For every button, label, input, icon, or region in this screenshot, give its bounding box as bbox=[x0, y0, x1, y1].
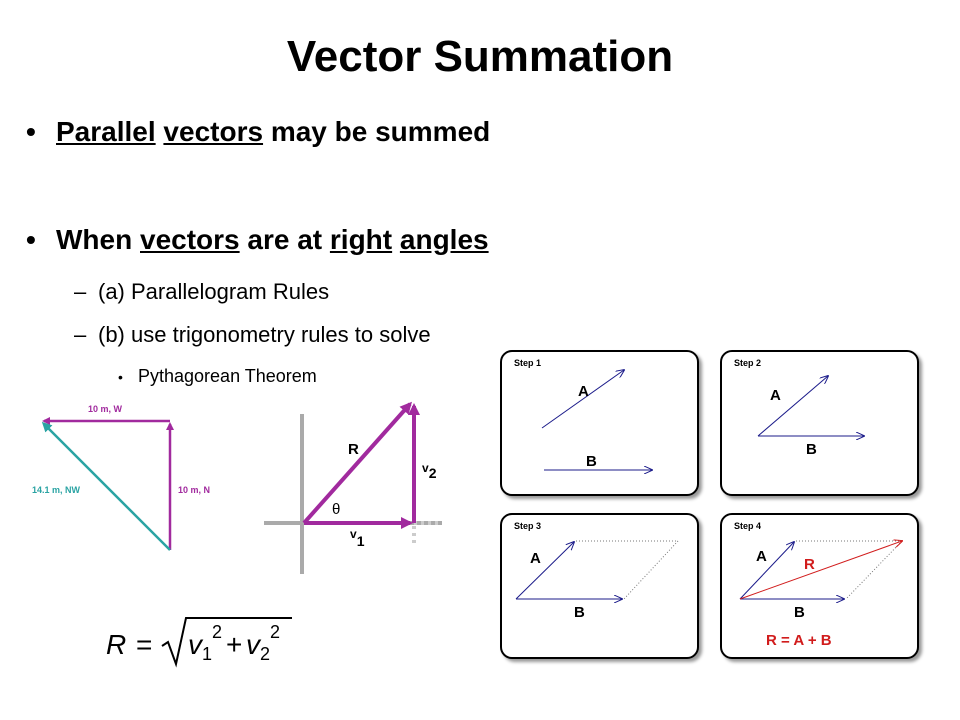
sqrt-sign bbox=[161, 617, 292, 668]
v1-subscript: 1 bbox=[357, 533, 365, 549]
vector-a bbox=[757, 376, 828, 437]
formula-lhs: R bbox=[106, 629, 126, 660]
step-4-panel: Step 4 A B R R = A + B bbox=[720, 513, 919, 659]
v2-label: v2 bbox=[422, 461, 437, 481]
bullet-word: right bbox=[329, 224, 393, 255]
sub-bullet-text: (b) use trigonometry rules to solve bbox=[98, 322, 431, 347]
bullet-word: may be summed bbox=[263, 116, 491, 147]
step-label: Step 4 bbox=[734, 521, 761, 531]
term1-power: 2 bbox=[212, 622, 222, 642]
r-vector bbox=[302, 401, 412, 525]
term2-sub: 2 bbox=[260, 644, 270, 664]
formula-plus: + bbox=[226, 629, 242, 660]
step-label: Step 3 bbox=[514, 521, 541, 531]
label-a: A bbox=[530, 550, 541, 567]
v1-label: v1 bbox=[350, 527, 365, 549]
label-b: B bbox=[806, 441, 817, 458]
slide-title: Vector Summation bbox=[286, 32, 674, 81]
sub-sub-bullet: • Pythagorean Theorem bbox=[118, 366, 317, 387]
resultant-equation: R = A + B bbox=[766, 632, 832, 649]
bullet-glyph: • bbox=[26, 116, 36, 147]
sub-bullet-a: –(a) Parallelogram Rules bbox=[74, 279, 329, 305]
vector-a bbox=[541, 370, 624, 429]
dotted-right bbox=[623, 540, 679, 600]
label-b: B bbox=[586, 453, 597, 470]
vector-a bbox=[739, 542, 794, 600]
bullet-word bbox=[392, 224, 400, 255]
vector-r bbox=[739, 541, 902, 600]
component-diagram: R θ v2 v1 bbox=[264, 401, 442, 574]
formula-term2: v2 bbox=[246, 629, 270, 664]
north-label: 10 m, N bbox=[178, 485, 210, 495]
term1-letter: v bbox=[188, 629, 204, 660]
label-r: R bbox=[804, 556, 815, 573]
sub-sub-bullet-text: Pythagorean Theorem bbox=[138, 366, 317, 386]
label-a: A bbox=[756, 548, 767, 565]
triangle-diagram: 10 m, W 14.1 m, NW 10 m, N bbox=[32, 404, 210, 551]
bullet-word: vectors bbox=[140, 224, 240, 255]
bullet-word: are at bbox=[239, 224, 330, 255]
formula-equals: = bbox=[136, 629, 152, 660]
v2-letter: v bbox=[422, 461, 429, 475]
r-label: R bbox=[348, 441, 359, 458]
label-a: A bbox=[578, 383, 589, 400]
step-2-panel: Step 2 A B bbox=[720, 350, 919, 496]
term2-power: 2 bbox=[270, 622, 280, 642]
label-a: A bbox=[770, 387, 781, 404]
label-b: B bbox=[574, 604, 585, 621]
bullet-word: When bbox=[56, 224, 140, 255]
vector-a bbox=[515, 542, 574, 600]
dotted-right bbox=[845, 540, 903, 600]
dash-glyph: – bbox=[74, 279, 87, 304]
step-3-panel: Step 3 A B bbox=[500, 513, 699, 659]
bullet-word: Parallel bbox=[56, 116, 156, 147]
dash-glyph: – bbox=[74, 322, 87, 347]
northwest-label: 14.1 m, NW bbox=[32, 485, 81, 495]
label-b: B bbox=[794, 604, 805, 621]
step-1-panel: Step 1 A B bbox=[500, 350, 699, 496]
bullet-glyph: • bbox=[26, 224, 36, 255]
bullet-2: • When vectors are at right angles bbox=[26, 224, 489, 256]
theta-label: θ bbox=[332, 501, 340, 518]
bullet-glyph: • bbox=[118, 369, 123, 386]
pythagorean-formula: R = v1 2 + v2 2 bbox=[106, 617, 292, 668]
sub-bullet-text: (a) Parallelogram Rules bbox=[98, 279, 330, 304]
v2-subscript: 2 bbox=[429, 465, 437, 481]
sub-bullet-b: –(b) use trigonometry rules to solve bbox=[74, 322, 431, 348]
term2-letter: v bbox=[246, 629, 262, 660]
term1-sub: 1 bbox=[202, 644, 212, 664]
v1-letter: v bbox=[350, 527, 357, 541]
bullet-1: • Parallel vectors may be summed bbox=[26, 116, 490, 148]
formula-term1: v1 bbox=[188, 629, 212, 664]
west-label: 10 m, W bbox=[88, 404, 123, 414]
bullet-word: vectors bbox=[163, 116, 264, 147]
bullet-word: angles bbox=[399, 224, 489, 255]
step-label: Step 2 bbox=[734, 358, 761, 368]
northwest-vector bbox=[41, 421, 171, 551]
step-label: Step 1 bbox=[514, 358, 541, 368]
